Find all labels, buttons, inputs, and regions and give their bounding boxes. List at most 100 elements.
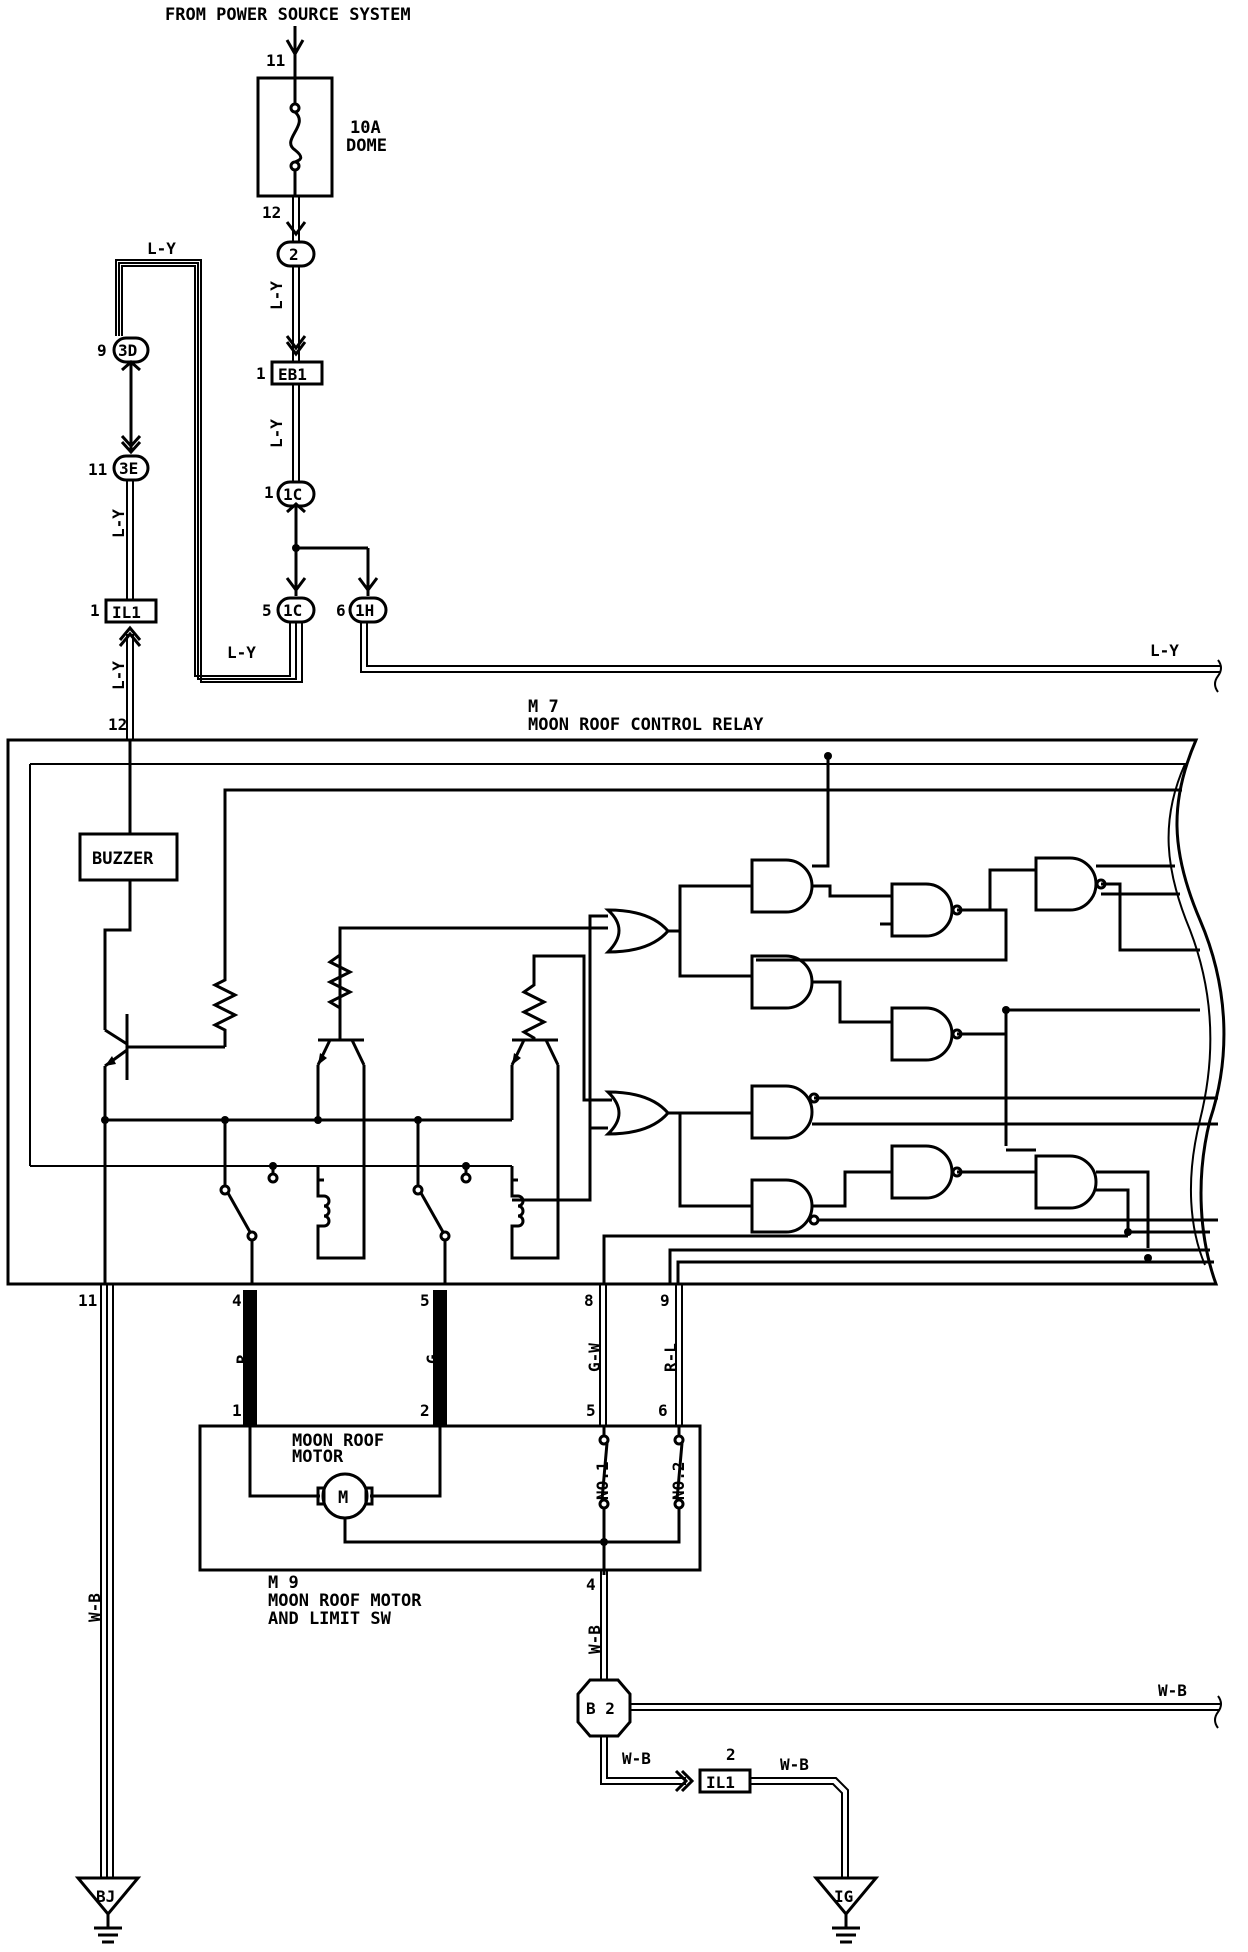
wire-ly-loop [115, 259, 303, 683]
wire-t2-bus [338, 926, 600, 1040]
3e-pin: 11 [88, 460, 107, 479]
motor-label-1: MOON ROOF [292, 1431, 384, 1451]
wire-label-ly-eb1: L-Y [267, 419, 286, 448]
svg-text:1C: 1C [283, 601, 302, 620]
eb1-pin: 1 [256, 364, 266, 383]
wire-label-r: R [233, 1354, 252, 1364]
motor-label-2: MOTOR [292, 1447, 344, 1467]
motor-pin-1: 1 [232, 1401, 242, 1420]
svg-text:EB1: EB1 [278, 365, 307, 384]
il1-gnd-pin: 2 [726, 1745, 736, 1764]
wire-rl [675, 1284, 683, 1426]
wire-label-ly-right: L-Y [1150, 641, 1179, 660]
nand-gate-2 [890, 1006, 963, 1062]
relay-1-contacts [219, 1120, 279, 1284]
connector-1c-low: 1C [276, 596, 316, 624]
fuse-10a-dome [256, 76, 334, 198]
and-gate-3 [750, 1084, 814, 1140]
arrow-3e [120, 434, 142, 455]
wire-il1-relay [118, 625, 142, 740]
switch-no1-label: NO.1 [593, 1461, 612, 1500]
source-arrow [285, 26, 305, 78]
connector-3e: 3E [112, 454, 150, 482]
svg-text:3E: 3E [119, 459, 138, 478]
or-gate-1 [340, 908, 670, 954]
ground-junction-label: B 2 [586, 1699, 615, 1718]
junction-gnd-2 [314, 1116, 322, 1124]
resistor-t2 [326, 953, 354, 1040]
wire-label-ly-3e: L-Y [109, 509, 128, 538]
relay-pin-9: 9 [660, 1291, 670, 1310]
ground-bj [74, 1876, 142, 1944]
svg-text:3D: 3D [118, 341, 137, 360]
wire-label-rl: R-L [661, 1343, 680, 1372]
wire-label-wb-right: W-B [1158, 1681, 1187, 1700]
motor [248, 1426, 604, 1544]
relay-pin-11: 11 [78, 1291, 97, 1310]
ground-ig [812, 1876, 880, 1944]
wire-3e-il1 [126, 480, 134, 600]
limit-switch-2 [604, 1426, 685, 1544]
connector-eb1: EB1 [270, 360, 324, 386]
nand-gate-4 [1034, 856, 1107, 912]
buzzer: BUZZER [78, 832, 179, 882]
wire-gw [599, 1284, 607, 1426]
motor-assy-name-1: MOON ROOF MOTOR [268, 1591, 422, 1611]
svg-text:BUZZER: BUZZER [92, 849, 154, 869]
wire-label-gw: G-W [585, 1343, 604, 1372]
connector-1h: 1H [348, 596, 388, 624]
wire-ly-right [360, 622, 1222, 693]
1c-low-pin: 5 [262, 601, 272, 620]
fuse-name: DOME [346, 136, 387, 156]
wire-label-ly-loop: L-Y [227, 643, 256, 662]
fuse-rating: 10A [350, 118, 381, 138]
wire-fuse-to-1c [285, 196, 307, 488]
wire-label-ly-top: L-Y [147, 239, 176, 258]
motor-pin-5: 5 [586, 1401, 596, 1420]
relay-pin-4: 4 [232, 1291, 242, 1310]
relay-pin-12: 12 [108, 715, 127, 734]
fuse-in-pin: 11 [266, 51, 285, 70]
fuse-out-pin: 12 [262, 203, 281, 222]
wire-label-wb-motor: W-B [585, 1625, 604, 1654]
svg-text:IL1: IL1 [112, 603, 141, 622]
and-gate-2 [750, 954, 814, 1010]
svg-text:1C: 1C [283, 485, 302, 504]
motor-pin-6: 6 [658, 1401, 668, 1420]
resistor-buzzer [211, 788, 1182, 1047]
wire-b2-il1 [600, 1736, 695, 1793]
relay-code: M 7 [528, 697, 559, 717]
motor-assy-box [198, 1424, 702, 1572]
nand-gate-1 [890, 882, 963, 938]
svg-text:1H: 1H [355, 601, 374, 620]
wire-wb-left [100, 1284, 114, 1878]
ground-ig-label: IG [834, 1887, 853, 1906]
wire-buzzer-transistor [103, 880, 132, 1030]
resistor-t3 [520, 956, 548, 1040]
motor-assy-name-2: AND LIMIT SW [268, 1609, 392, 1629]
wire-label-ly-relay: L-Y [109, 661, 128, 690]
buzzer-transistor [104, 1014, 225, 1080]
and4-bubble [808, 1214, 820, 1226]
relay-pin-5: 5 [420, 1291, 430, 1310]
motor-pin-4: 4 [586, 1575, 596, 1594]
relay-1-coil [316, 1166, 331, 1258]
or-gate-2 [582, 956, 670, 1136]
motor-assy-code: M 9 [268, 1573, 299, 1593]
motor-symbol: M [338, 1488, 348, 1508]
motor-pin-2: 2 [420, 1401, 430, 1420]
relay-pin-8: 8 [584, 1291, 594, 1310]
connector-il1-ground: IL1 [698, 1768, 752, 1794]
1h-pin: 6 [336, 601, 346, 620]
switch-no2-label: NO.2 [669, 1461, 688, 1500]
wire-label-wb-left: W-B [85, 1593, 104, 1622]
1c-top-pin: 1 [264, 483, 274, 502]
wire-wb-motor [600, 1570, 608, 1680]
wire-label-wb-gnd2: W-B [780, 1755, 809, 1774]
relay-name: MOON ROOF CONTROL RELAY [528, 715, 764, 735]
wire-il1-ig [750, 1777, 849, 1878]
and-gate-1 [750, 858, 814, 914]
wire-1c-split [285, 506, 379, 596]
source-label: FROM POWER SOURCE SYSTEM [165, 5, 411, 25]
il1-pin: 1 [90, 601, 100, 620]
